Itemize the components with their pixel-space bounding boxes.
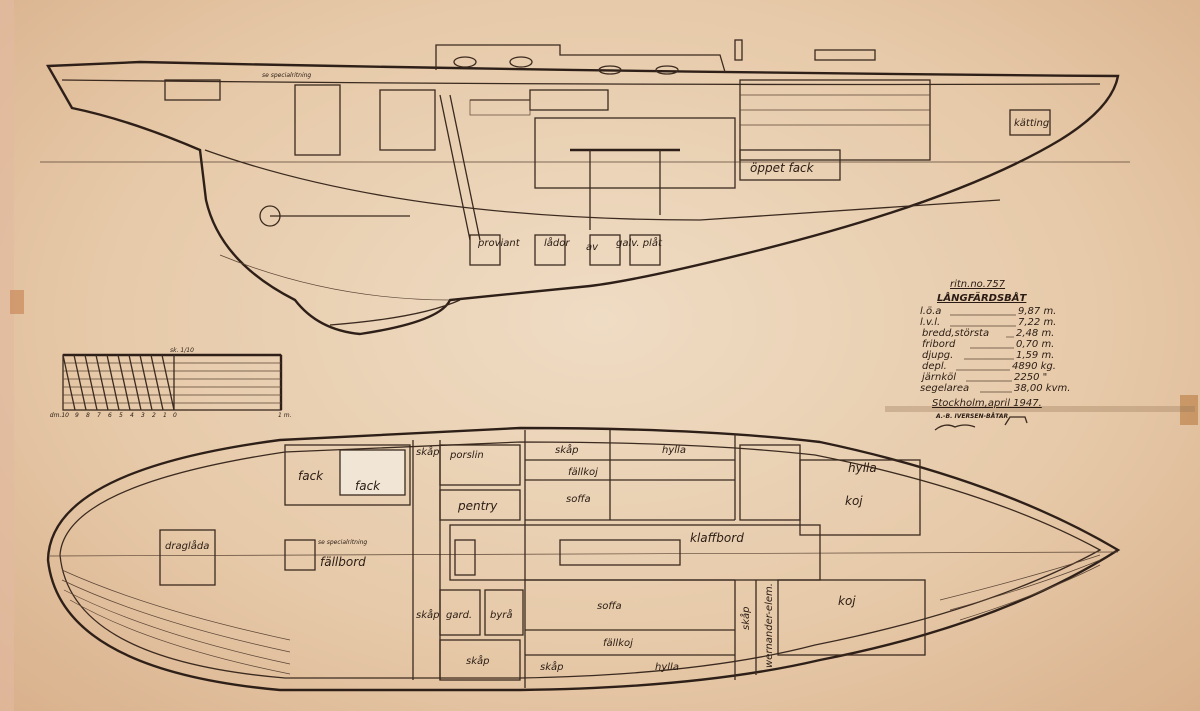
scale-end: 1 m. — [278, 412, 292, 419]
plan-view: fack fack skåp porslin skåp hylla fällko… — [46, 426, 1121, 692]
place-date: Stockholm,april 1947. — [932, 398, 1042, 409]
plan-label-skap-5: skåp — [466, 654, 489, 667]
spec-value: 9,87 m. — [1018, 306, 1056, 317]
scale-tick: 8 — [86, 412, 90, 419]
profile-label-katting: kätting — [1014, 118, 1049, 129]
plan-label-soffa-1: soffa — [566, 494, 591, 505]
scale-bar: sk. 1/10 dm.10 9 8 7 6 5 4 3 2 1 0 1 m. — [50, 347, 292, 419]
plan-label-skap-4: skåp — [540, 660, 563, 673]
profile-label-av: av — [586, 242, 599, 253]
spec-value: 7,22 m. — [1018, 317, 1056, 328]
plan-label-pentry: pentry — [457, 499, 498, 513]
spec-list: l.ö.a 9,87 m. l.v.l. 7,22 m. bredd,störs… — [920, 306, 1070, 394]
plan-label-fack-2: fack — [355, 479, 381, 493]
plan-label-hylla-2: hylla — [848, 461, 877, 475]
plan-label-soffa-2: soffa — [597, 601, 622, 612]
plan-label-hylla-3: hylla — [655, 662, 679, 673]
plan-label-gard: gard. — [446, 610, 472, 621]
spec-label: l.ö.a — [920, 306, 941, 317]
spec-value: 1,59 m. — [1016, 350, 1054, 361]
spec-label: fribord — [922, 339, 956, 350]
scale-tick: 5 — [119, 412, 123, 419]
profile-label-galv: galv. plåt — [616, 236, 663, 249]
plan-label-special: se specialritning — [318, 539, 367, 546]
spec-label: depl. — [922, 361, 947, 372]
plan-label-koj-2: koj — [838, 594, 856, 608]
spec-value: 4890 kg. — [1012, 361, 1056, 372]
tape-stain — [1180, 395, 1198, 425]
plan-label-byra: byrå — [490, 608, 513, 621]
profile-label-proviant: proviant — [477, 238, 521, 249]
plan-label-koj-1: koj — [845, 494, 863, 508]
scale-tick: 3 — [141, 412, 145, 419]
spec-value: 2,48 m. — [1016, 328, 1054, 339]
signature — [934, 416, 1028, 431]
tape-stain — [10, 290, 24, 314]
spec-label: l.v.l. — [920, 317, 940, 328]
plan-label-fallkoj-1: fällkoj — [568, 467, 598, 478]
scale-tick: dm.10 — [50, 412, 69, 419]
spec-label: järnköl — [920, 372, 956, 383]
scale-tick: 7 — [97, 412, 101, 419]
plan-label-fack-1: fack — [298, 469, 324, 483]
spec-value: 2250 " — [1014, 372, 1047, 383]
profile-view: se specialritning kätting öppet fack pro… — [40, 39, 1130, 336]
plan-label-fallbord: fällbord — [320, 555, 366, 569]
spec-value: 0,70 m. — [1016, 339, 1054, 350]
spec-value: 38,00 kvm. — [1014, 383, 1070, 394]
scale-tick: 6 — [108, 412, 112, 419]
drawing-title: LÅNGFÄRDSBÅT — [937, 290, 1028, 304]
title-block: ritn.no.757 LÅNGFÄRDSBÅT l.ö.a 9,87 m. l… — [920, 279, 1070, 431]
plan-label-fallkoj-2: fällkoj — [603, 638, 633, 649]
plan-label-skap-2: skåp — [555, 443, 578, 456]
scale-tick: 2 — [152, 412, 156, 419]
profile-label-oppet-fack: öppet fack — [750, 161, 815, 175]
spec-label: segelarea — [920, 383, 969, 394]
tape-strip — [0, 0, 14, 711]
plan-label-wernander: wernander-elem. — [764, 583, 775, 668]
plan-label-draglada: draglåda — [165, 539, 209, 552]
company-name: A.-B. IVERSEN-BÅTAR — [935, 413, 1008, 420]
plan-label-skap-1: skåp — [416, 445, 439, 458]
profile-label-lador: lådor — [544, 236, 570, 249]
plan-label-hylla-1: hylla — [662, 445, 686, 456]
scale-tick: 9 — [75, 412, 79, 419]
plan-label-skap-3: skåp — [416, 608, 439, 621]
plan-label-klaffbord: klaffbord — [690, 531, 744, 545]
spec-label: bredd,största — [922, 328, 989, 339]
drawing-number: ritn.no.757 — [950, 279, 1006, 290]
profile-label-special: se specialritning — [262, 72, 311, 79]
scale-tick: 1 — [163, 412, 167, 419]
scale-label: sk. 1/10 — [170, 347, 194, 354]
scale-tick: 0 — [173, 412, 177, 419]
plan-label-skap-6: skåp — [739, 607, 752, 630]
spec-label: djupg. — [922, 350, 953, 361]
scale-tick: 4 — [130, 412, 134, 419]
plan-label-porslin: porslin — [449, 450, 484, 461]
